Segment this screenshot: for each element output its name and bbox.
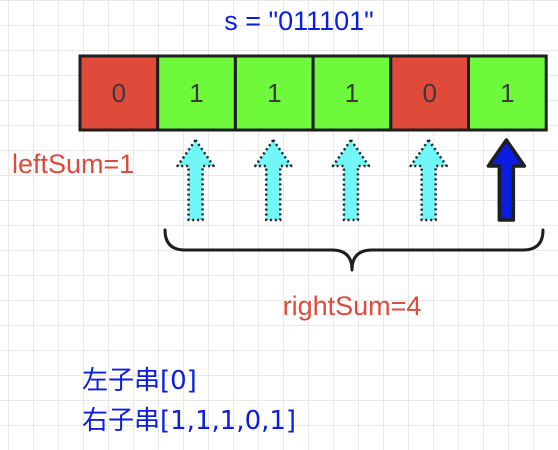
- pointer-arrows: [176, 138, 527, 222]
- string-cell-value-4: 0: [422, 78, 436, 108]
- string-cells: 0 1 1 1 0 1: [78, 54, 548, 132]
- string-cell-2: [233, 54, 315, 132]
- right-substring-text: 右子串[1,1,1,0,1]: [82, 406, 297, 436]
- string-cell-0: [78, 54, 160, 132]
- solid-up-arrow-icon-4: [486, 138, 527, 222]
- string-cell-value-3: 1: [345, 78, 359, 108]
- left-sum-label: leftSum=1: [12, 149, 134, 179]
- dotted-up-arrow-icon-1: [254, 138, 293, 222]
- dotted-up-arrow-icon-2: [331, 138, 371, 222]
- dotted-up-arrow-icon-0: [176, 138, 215, 222]
- string-cell-value-5: 1: [500, 78, 514, 108]
- string-title: s = "011101": [224, 6, 374, 36]
- string-cell-value-1: 1: [189, 78, 203, 108]
- string-cell-5: [467, 54, 548, 132]
- string-cell-value-0: 0: [112, 78, 126, 108]
- dotted-up-arrow-icon-3: [409, 138, 448, 222]
- right-sum-label: rightSum=4: [283, 291, 422, 321]
- string-cell-value-2: 1: [267, 78, 281, 108]
- right-substring-brace: [163, 228, 545, 272]
- left-substring-text: 左子串[0]: [82, 366, 197, 396]
